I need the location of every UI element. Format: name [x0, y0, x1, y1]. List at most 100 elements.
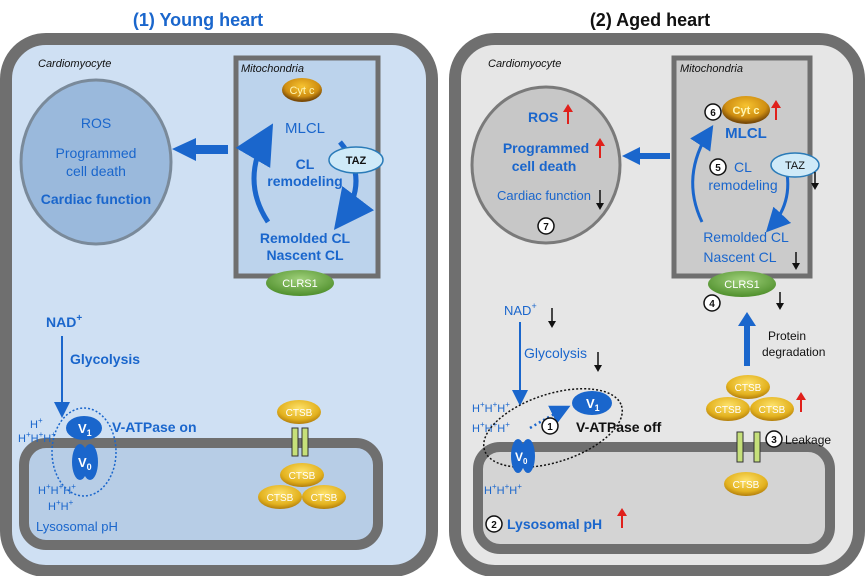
aged-remodeled-cl: Remolded CL: [703, 229, 789, 245]
svg-text:H+: H+: [30, 416, 43, 431]
aged-degradation: degradation: [762, 345, 825, 359]
aged-lysosomal-ph: Lysosomal pH: [507, 516, 602, 532]
young-v1-label: V1: [78, 421, 92, 438]
young-glycolysis: Glycolysis: [70, 351, 140, 367]
aged-vatpase-boundary: [482, 387, 624, 469]
aged-ctsb-left-label: CTSB: [715, 405, 742, 416]
aged-protons-inside: H+H+H+: [484, 482, 522, 497]
young-arrow-head: [172, 138, 196, 161]
aged-ros: ROS: [528, 109, 558, 125]
aged-marker-2-label: 2: [491, 520, 497, 531]
young-nascent-cl: Nascent CL: [266, 247, 343, 263]
aged-ctsb-inside: [724, 472, 768, 496]
aged-v0-label: V0: [515, 450, 528, 466]
young-clrs1-label: CLRS1: [282, 278, 317, 290]
svg-text:H+H+H+: H+H+H+: [472, 400, 510, 415]
aged-marker-5: [709, 158, 727, 176]
aged-leakage: Leakage: [785, 433, 831, 447]
young-vatpase-on: V-ATPase on: [112, 419, 197, 435]
aged-pcd-line2: cell death: [512, 158, 577, 174]
aged-degradation-arrow-shaft: [744, 324, 750, 366]
aged-dissociation-arrow: [529, 405, 571, 430]
young-mlcl: MLCL: [285, 120, 325, 137]
aged-nascent-down-arrow: [792, 252, 800, 270]
aged-marker-6-label: 6: [710, 108, 716, 119]
aged-cycle-left-arrow: [690, 124, 714, 223]
aged-mlcl: MLCL: [725, 125, 767, 142]
young-channel-left: [291, 427, 299, 457]
young-vatpase-boundary: [51, 407, 117, 497]
aged-marker-6: [704, 103, 722, 121]
young-protons-outside: H+ H+H+H+: [18, 416, 56, 445]
young-ctsb-inside-top: [280, 463, 324, 487]
aged-clrs1-label: CLRS1: [724, 279, 759, 291]
aged-cytc-label: Cyt c: [733, 105, 760, 117]
aged-nad-down-arrow: [548, 308, 556, 328]
young-taz-label: TAZ: [346, 155, 367, 167]
young-cl-line2: remodeling: [267, 173, 342, 189]
young-arrow-shaft: [194, 145, 228, 154]
young-channel-right: [301, 427, 309, 457]
young-pcd-line1: Programmed: [56, 145, 137, 161]
young-ctsb-outside: [277, 400, 321, 424]
young-ctsb-inside-right: [302, 485, 346, 509]
aged-ctsb-top-label: CTSB: [735, 383, 762, 394]
young-taz: [328, 146, 384, 174]
aged-ctsb-up-arrow: [796, 392, 806, 412]
aged-marker-3: [765, 430, 783, 448]
young-ctsb-inside-right-label: CTSB: [311, 493, 338, 504]
young-v1: [66, 416, 102, 440]
young-ros: ROS: [81, 115, 111, 131]
aged-channel-left: [736, 431, 744, 463]
aged-clrs1-down-arrow: [776, 292, 784, 310]
aged-marker-1: [541, 417, 559, 435]
young-protons-inside: H+H+H+ H+H+: [38, 482, 76, 513]
aged-ctsb-left: [706, 397, 750, 421]
aged-ctsb-right-label: CTSB: [759, 405, 786, 416]
aged-nad: NAD+: [504, 301, 537, 318]
aged-ctsb-right: [750, 397, 794, 421]
svg-text:H+H+H+: H+H+H+: [38, 482, 76, 497]
aged-mito-label: Mitochondria: [680, 63, 743, 75]
aged-marker-3-label: 3: [771, 435, 777, 446]
aged-pcd-up-arrow: [595, 138, 605, 158]
aged-marker-4: [703, 294, 721, 312]
young-cytc: [282, 78, 322, 102]
aged-protein: Protein: [768, 329, 806, 343]
young-cycle-left-arrow: [235, 123, 274, 224]
young-pcd-line2: cell death: [66, 163, 126, 179]
aged-nascent-cl: Nascent CL: [703, 249, 776, 265]
young-title: (1) Young heart: [133, 10, 263, 30]
aged-cardiac-down-arrow: [596, 190, 604, 210]
aged-ros-circle: [470, 85, 622, 245]
young-ctsb-outside-label: CTSB: [286, 408, 313, 419]
young-lysosomal-ph: Lysosomal pH: [36, 519, 118, 534]
aged-marker-2: [485, 515, 503, 533]
aged-marker-7-label: 7: [543, 222, 549, 233]
young-clrs1: [266, 270, 334, 296]
svg-text:H+H+: H+H+: [48, 498, 74, 513]
aged-ros-up-arrow: [563, 104, 573, 124]
aged-marker-4-label: 4: [709, 299, 715, 310]
young-ctsb-inside-top-label: CTSB: [289, 471, 316, 482]
young-mito-label: Mitochondria: [241, 63, 304, 75]
aged-arrow-head: [622, 147, 640, 165]
aged-cytc: [722, 96, 770, 124]
aged-marker-1-label: 1: [547, 422, 553, 433]
young-cardiac-function: Cardiac function: [41, 191, 151, 207]
aged-cardiac-function: Cardiac function: [497, 188, 591, 203]
young-cell-label: Cardiomyocyte: [38, 58, 111, 70]
aged-v1-label: V1: [586, 396, 600, 413]
young-remodeled-cl: Remolded CL: [260, 230, 351, 246]
aged-cell-label: Cardiomyocyte: [488, 58, 561, 70]
aged-cytc-up-arrow: [771, 100, 781, 120]
aged-cl-line2: remodeling: [708, 177, 777, 193]
aged-cl-line1: CL: [734, 159, 752, 175]
aged-vatpase-off: V-ATPase off: [576, 419, 662, 435]
aged-title: (2) Aged heart: [590, 10, 710, 30]
young-v0-label: V0: [78, 455, 92, 472]
aged-taz-label: TAZ: [785, 160, 805, 172]
young-cl-line1: CL: [296, 156, 315, 172]
young-ctsb-inside-left: [258, 485, 302, 509]
